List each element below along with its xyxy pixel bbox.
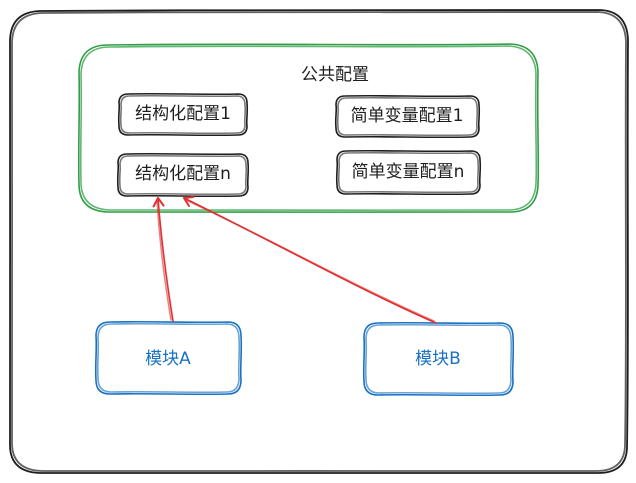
config-item-simple1-label: 简单变量配置1 [350, 106, 464, 126]
module-a-label: 模块A [145, 349, 191, 369]
config-box-simple1 [334, 94, 481, 139]
config-item-structn-label: 结构化配置n [135, 164, 231, 184]
config-box-structn [116, 152, 250, 198]
config-item-simplen-label: 简单变量配置n [351, 162, 465, 182]
edge-moduleA-to-structn [152, 197, 174, 322]
config-item-struct1-label: 结构化配置1 [135, 104, 231, 124]
config-box-struct1 [117, 92, 249, 137]
edge-moduleB-to-structn [183, 196, 437, 324]
common-config-group-border [77, 43, 540, 214]
module-box-b [362, 321, 515, 397]
module-b-label: 模块B [415, 349, 461, 369]
module-box-a [94, 320, 243, 396]
config-box-simplen [335, 149, 482, 196]
outer-frame [8, 9, 629, 475]
common-config-label: 公共配置 [301, 65, 369, 85]
